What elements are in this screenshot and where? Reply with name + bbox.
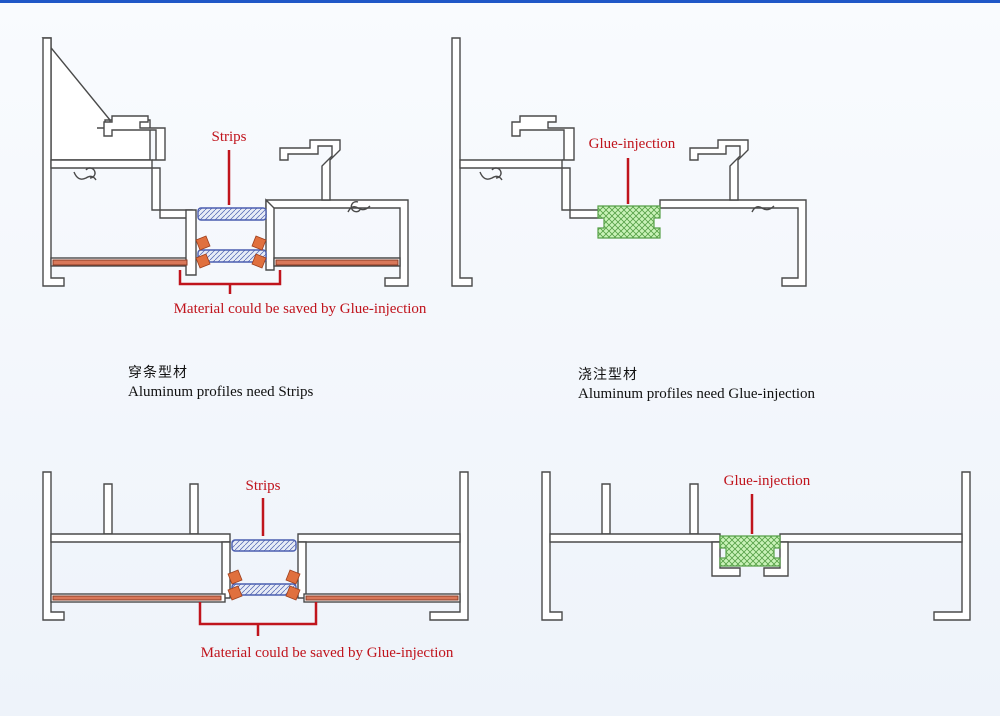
saved-material-right [275,259,399,266]
strips-label-top-left: Strips [211,129,246,145]
caption-glue: 浇注型材 Aluminum profiles need Glue-injecti… [578,366,815,404]
profile-bottom-right [541,471,971,621]
caption-glue-cn: 浇注型材 [578,367,638,383]
saved-bracket-bottom-left [198,602,318,636]
saved-material-bottom-left-b [305,595,459,601]
caption-strips: 穿条型材 Aluminum profiles need Strips [128,364,313,402]
caption-glue-en: Aluminum profiles need Glue-injection [578,386,816,402]
profile-top-right [451,37,807,287]
top-accent-bar [0,0,1000,3]
glue-label-top-right: Glue-injection [589,136,676,152]
saved-material-bottom-left-a [52,595,222,601]
saved-bracket-top-left [178,270,282,294]
caption-strips-en: Aluminum profiles need Strips [128,384,314,400]
strips-label-bottom-left: Strips [245,478,280,494]
profile-top-left [41,37,409,287]
saved-material-left [52,259,188,266]
saved-material-label-top-left: Material could be saved by Glue-injectio… [174,301,427,317]
glue-label-bottom-right: Glue-injection [724,473,811,489]
saved-material-label-bottom-left: Material could be saved by Glue-injectio… [201,645,454,661]
caption-strips-cn: 穿条型材 [128,365,188,381]
profile-bottom-left [42,471,469,621]
